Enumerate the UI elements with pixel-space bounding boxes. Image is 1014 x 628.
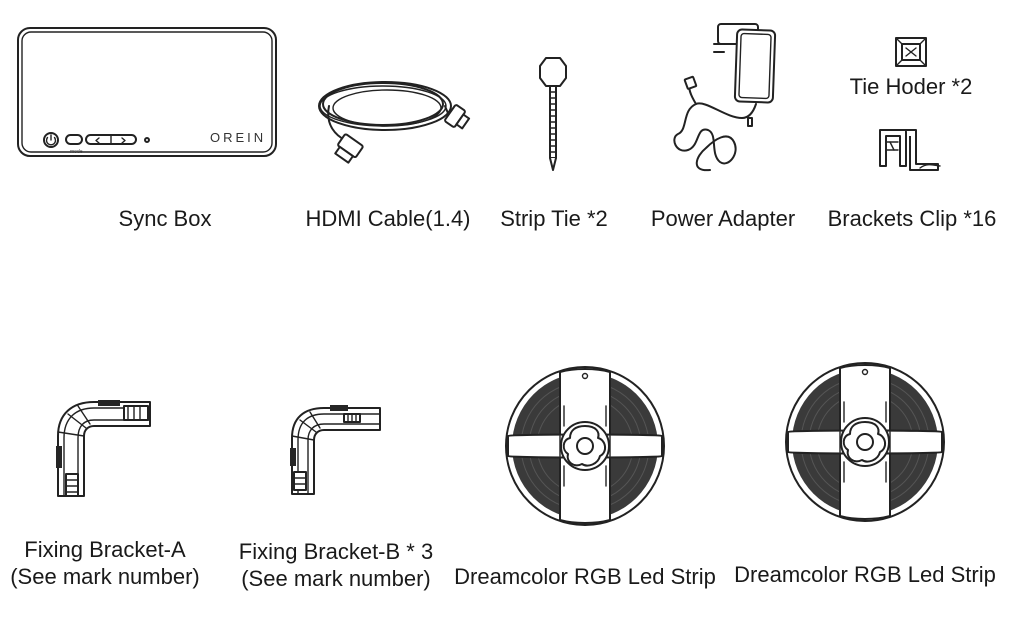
fixing-bracket-b-name: Fixing Bracket-B * 3: [238, 539, 434, 564]
led-strip-2-label: Dreamcolor RGB Led Strip: [734, 562, 996, 587]
hdmi-cable-illustration: [313, 66, 471, 166]
tie-holder-label: Tie Hoder *2: [849, 74, 973, 99]
mode-button: [65, 134, 83, 145]
led-strip-1-label: Dreamcolor RGB Led Strip: [454, 564, 716, 589]
sync-box-body: [17, 27, 277, 157]
sync-box-illustration: mode OREIN: [16, 26, 280, 160]
hdmi-cable-label: HDMI Cable(1.4): [305, 206, 471, 231]
fixing-bracket-a-illustration: [48, 396, 154, 500]
power-adapter-label: Power Adapter: [650, 206, 796, 231]
fixing-bracket-a-name: Fixing Bracket-A: [24, 537, 186, 562]
fixing-bracket-b-label: Fixing Bracket-B * 3 (See mark number): [226, 538, 446, 592]
strip-tie-label: Strip Tie *2: [500, 206, 608, 231]
hdmi-plug-left: [334, 133, 364, 164]
strip-tie-illustration: [538, 56, 568, 174]
mode-text: mode: [70, 149, 83, 155]
brackets-clip-illustration: [876, 126, 944, 174]
led-strip-1-illustration: [504, 366, 666, 528]
indicator-led: [144, 137, 150, 143]
power-button-icon: [43, 132, 59, 148]
fixing-bracket-b-note: (See mark number): [241, 566, 431, 591]
fixing-bracket-b-illustration: [284, 400, 382, 496]
sync-box-label: Sync Box: [118, 206, 212, 231]
hdmi-plug-right: [444, 104, 471, 130]
fixing-bracket-a-note: (See mark number): [10, 564, 200, 589]
tie-holder-icon: [894, 36, 928, 68]
brand-logo: OREIN: [210, 130, 266, 145]
fixing-bracket-a-label: Fixing Bracket-A (See mark number): [0, 536, 210, 590]
led-strip-2-illustration: [784, 362, 946, 524]
brackets-clip-label: Brackets Clip *16: [827, 206, 997, 231]
power-adapter-illustration: [666, 22, 786, 174]
